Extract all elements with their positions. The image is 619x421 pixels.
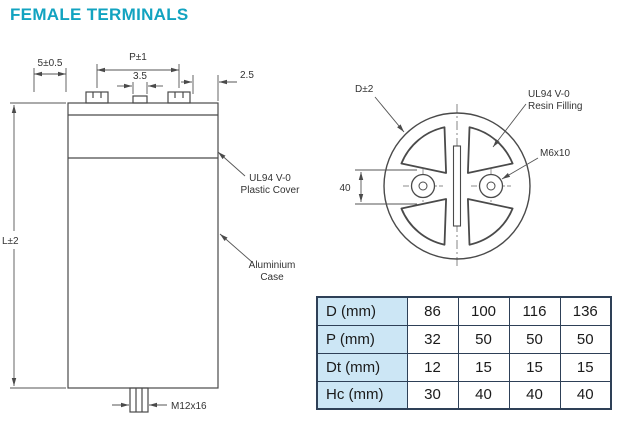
cell-d-3: 116 bbox=[508, 296, 561, 326]
cell-dt-2: 15 bbox=[457, 352, 510, 382]
stud-thread-label: M12x16 bbox=[171, 401, 207, 412]
table-row-p: P (mm) 32 50 50 50 bbox=[316, 324, 612, 354]
row-label-dt: Dt (mm) bbox=[316, 352, 408, 382]
cell-p-1: 32 bbox=[406, 324, 459, 354]
diameter-leader bbox=[374, 96, 405, 133]
row-label-p: P (mm) bbox=[316, 324, 408, 354]
diameter-dimension-label: D±2 bbox=[355, 84, 374, 95]
cell-hc-4: 40 bbox=[559, 380, 612, 410]
table-row-d: D (mm) 86 100 116 136 bbox=[316, 296, 612, 326]
cell-d-4: 136 bbox=[559, 296, 612, 326]
resin-filling-label-line1: UL94 V-0 bbox=[528, 89, 570, 100]
aluminium-case-label-line2: Case bbox=[260, 272, 284, 283]
right-terminal bbox=[167, 91, 191, 104]
plastic-cover-leader bbox=[217, 151, 246, 177]
center-seam bbox=[452, 145, 462, 227]
spacing-dimension-label: 40 bbox=[339, 183, 351, 194]
row-label-d: D (mm) bbox=[316, 296, 408, 326]
flange-dimension-label: 5±0.5 bbox=[38, 58, 63, 69]
cell-hc-1: 30 bbox=[406, 380, 459, 410]
cell-p-2: 50 bbox=[457, 324, 510, 354]
page-title: FEMALE TERMINALS bbox=[10, 5, 189, 24]
cell-dt-3: 15 bbox=[508, 352, 561, 382]
m6-terminals bbox=[410, 173, 504, 199]
resin-windows bbox=[400, 126, 514, 246]
bottom-stud bbox=[129, 387, 149, 413]
side-view-dimension-lines bbox=[10, 64, 253, 408]
plastic-cover-label-line2: Plastic Cover bbox=[241, 185, 301, 196]
resin-leader bbox=[492, 103, 527, 148]
cell-p-3: 50 bbox=[508, 324, 561, 354]
aluminium-case-outline bbox=[67, 102, 219, 389]
cell-hc-2: 40 bbox=[457, 380, 510, 410]
top-view-drawing: D±2 UL94 V-0 Resin Filling M6x10 40 bbox=[339, 84, 582, 268]
capacitor-body bbox=[67, 91, 219, 413]
terminal-width-dimension-label: 3.5 bbox=[133, 71, 147, 82]
table-row-hc: Hc (mm) 30 40 40 40 bbox=[316, 380, 612, 410]
aluminium-case-label-line1: Aluminium bbox=[249, 260, 296, 271]
terminal-thread-label: M6x10 bbox=[540, 148, 570, 159]
cell-dt-4: 15 bbox=[559, 352, 612, 382]
cell-d-1: 86 bbox=[406, 296, 459, 326]
top-view-dimension-lines bbox=[355, 96, 539, 205]
resin-filling-label-line2: Resin Filling bbox=[528, 101, 582, 112]
table-row-dt: Dt (mm) 12 15 15 15 bbox=[316, 352, 612, 382]
cell-p-4: 50 bbox=[559, 324, 612, 354]
pitch-dimension-label: P±1 bbox=[129, 52, 147, 63]
length-dimension-label: L±2 bbox=[2, 236, 19, 247]
left-terminal bbox=[85, 91, 109, 104]
terminal-thread-leader bbox=[501, 157, 539, 180]
center-stub bbox=[132, 95, 148, 104]
dimensions-table: D (mm) 86 100 116 136 P (mm) 32 50 50 50… bbox=[316, 296, 612, 410]
row-label-hc: Hc (mm) bbox=[316, 380, 408, 410]
side-view-drawing: 5±0.5 P±1 3.5 2.5 L±2 UL94 V-0 Plastic C… bbox=[2, 52, 301, 413]
cell-dt-1: 12 bbox=[406, 352, 459, 382]
edge-dimension-label: 2.5 bbox=[240, 70, 254, 81]
aluminium-case-leader bbox=[219, 233, 253, 263]
can-outline-circle bbox=[383, 112, 531, 260]
plastic-cover-label-line1: UL94 V-0 bbox=[249, 173, 291, 184]
cell-d-2: 100 bbox=[457, 296, 510, 326]
cell-hc-3: 40 bbox=[508, 380, 561, 410]
